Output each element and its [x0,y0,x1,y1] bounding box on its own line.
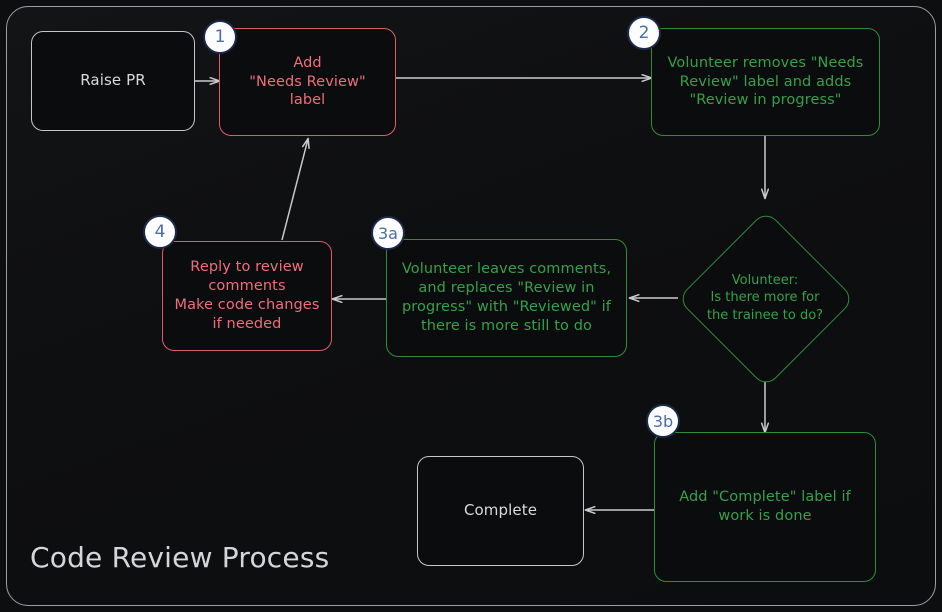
node-step4-label: Reply to review comments Make code chang… [174,259,320,332]
node-step3b-label: Add "Complete" label if work is done [679,489,851,524]
diagram-title: Code Review Process [30,541,330,574]
node-decision-label: Volunteer: Is there more for the trainee… [706,272,824,323]
node-step3b[interactable]: Add "Complete" label if work is done [654,432,876,582]
node-raise-pr-label: Raise PR [80,71,146,90]
node-decision[interactable]: Volunteer: Is there more for the trainee… [676,209,856,389]
badge-step3a[interactable]: 3a [371,216,405,250]
node-step2-label: Volunteer removes "Needs Review" label a… [667,54,864,109]
badge-step3b[interactable]: 3b [646,404,680,438]
node-step3a-label: Volunteer leaves comments, and replaces … [401,261,612,334]
node-raise-pr[interactable]: Raise PR [31,31,195,131]
badge-step1[interactable]: 1 [203,20,237,54]
node-step2[interactable]: Volunteer removes "Needs Review" label a… [651,28,880,136]
node-complete[interactable]: Complete [417,456,584,566]
node-complete-label: Complete [463,501,538,520]
node-step4[interactable]: Reply to review comments Make code chang… [162,241,332,351]
node-step1-label: Add "Needs Review" label [249,54,366,109]
badge-step2[interactable]: 2 [627,16,661,50]
node-step1[interactable]: Add "Needs Review" label [219,28,396,136]
node-step3a[interactable]: Volunteer leaves comments, and replaces … [386,239,627,357]
badge-step4[interactable]: 4 [143,215,177,249]
